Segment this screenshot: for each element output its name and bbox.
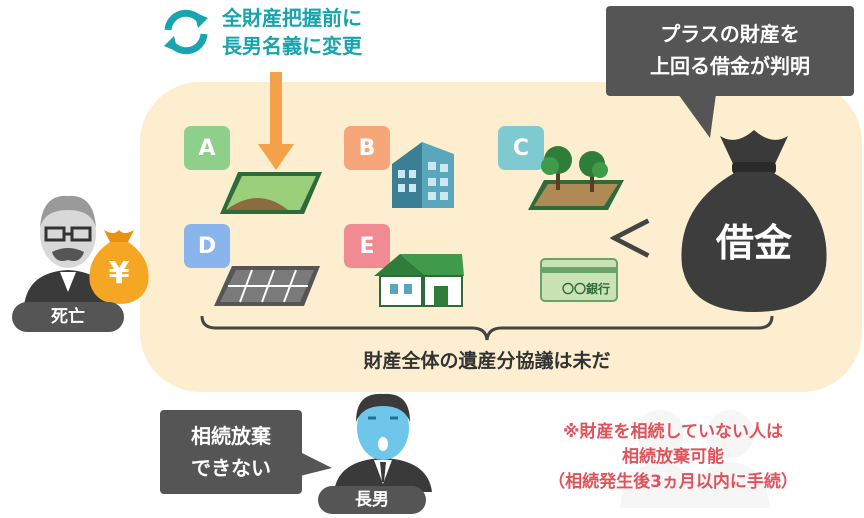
yen-symbol: ¥ (108, 256, 130, 291)
top-note: 全財産把握前に 長男名義に変更 (222, 4, 362, 60)
brace-caption: 財産全体の遺産分協議は未だ (363, 350, 611, 372)
top-note-line2: 長男名義に変更 (222, 34, 362, 58)
debt-bubble-line2: 上回る借金が判明 (650, 54, 810, 78)
son-bubble-line1: 相続放棄 (191, 424, 271, 448)
debt-bag-label: 借金 (715, 221, 792, 265)
son-bubble-line2: できない (191, 456, 271, 480)
asset-tag-b: B (344, 126, 390, 170)
land-icon (218, 170, 324, 216)
note-line3: （相続発生後3ヵ月以内に手続） (548, 472, 798, 492)
asset-tag-d: D (184, 224, 230, 268)
faded-people-icon (610, 398, 780, 508)
refresh-icon (158, 4, 214, 60)
asset-tag-a: A (184, 126, 230, 170)
parking-lot-icon (212, 262, 322, 308)
son-bubble-tail (300, 448, 334, 478)
top-note-line1: 全財産把握前に (222, 6, 362, 30)
asset-tag-e: E (344, 224, 390, 268)
debt-bag-icon (676, 126, 832, 316)
debt-bubble-line1: プラスの財産を (660, 22, 800, 46)
eldest-son-icon (328, 388, 438, 492)
son-label: 長男 (318, 486, 426, 514)
note-line2: 相続放棄可能 (622, 447, 724, 467)
building-icon (388, 138, 458, 210)
renunciation-note: ※財産を相続していない人は 相続放棄可能 （相続発生後3ヵ月以内に手続） (486, 420, 860, 495)
less-than-sign: ＜ (606, 212, 655, 268)
bank-label: 〇〇銀行 (561, 282, 610, 296)
deceased-person-icon (22, 188, 116, 306)
deceased-label: 死亡 (12, 302, 124, 332)
bank-card-icon: 〇〇銀行 (540, 258, 618, 302)
down-arrow-icon (258, 72, 294, 172)
debt-bubble-tail (670, 94, 730, 140)
forest-icon (528, 140, 626, 212)
brace-bracket (198, 312, 776, 342)
son-bubble: 相続放棄 できない (160, 410, 302, 494)
note-line1: ※財産を相続していない人は (562, 422, 784, 442)
house-icon (374, 246, 466, 308)
yen-bag-icon (86, 228, 152, 304)
asset-tag-c: C (498, 126, 544, 170)
debt-bubble: プラスの財産を 上回る借金が判明 (606, 6, 854, 96)
